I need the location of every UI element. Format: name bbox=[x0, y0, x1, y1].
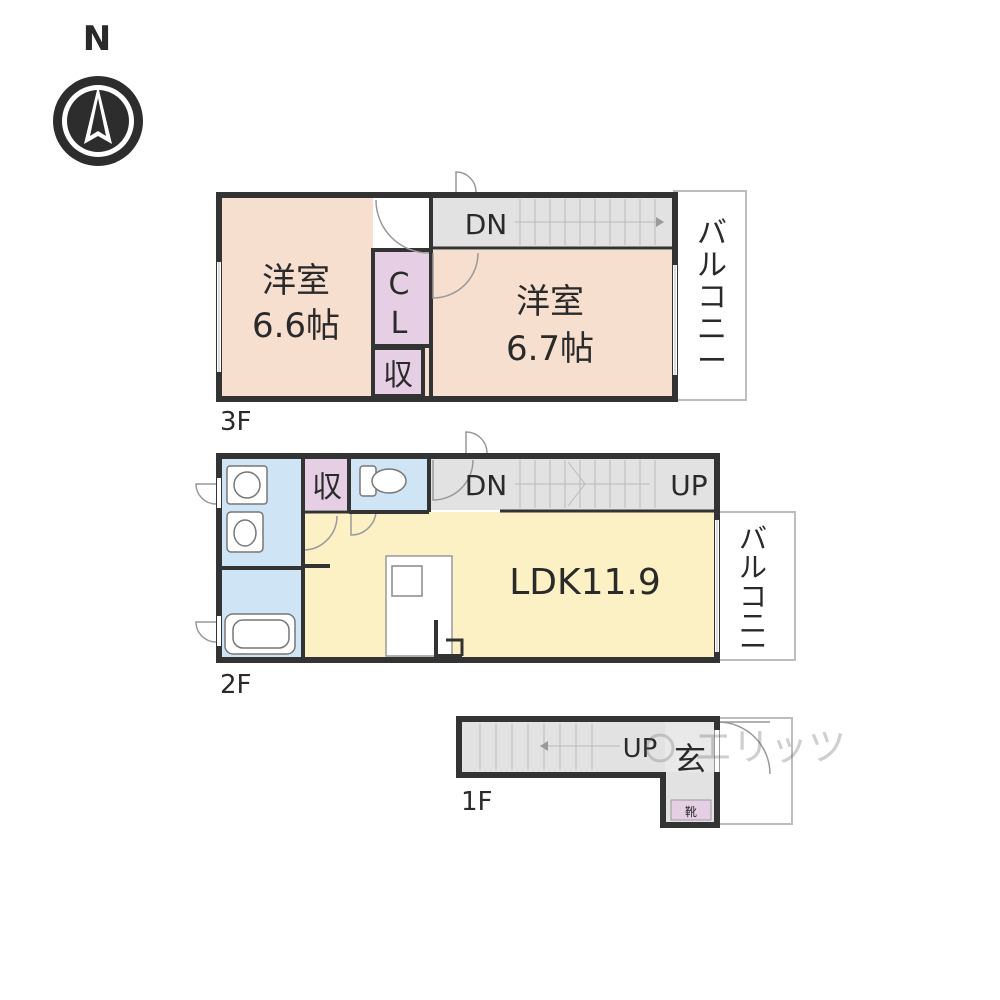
floor-3f: 洋室 6.6帖 洋室 6.7帖 C L 収 DN バ ル コ ニ ー 3F bbox=[216, 171, 747, 437]
balcony-2f bbox=[716, 511, 796, 661]
door-swing-3f-a bbox=[375, 199, 430, 254]
washing-machine-icon bbox=[226, 465, 268, 505]
balcony-3f-char-3: コ bbox=[697, 280, 727, 315]
north-arrow-inner-icon bbox=[90, 98, 106, 136]
north-label: N bbox=[83, 19, 111, 59]
bathtub-icon bbox=[224, 613, 296, 655]
storage-3f-label: 収 bbox=[383, 358, 413, 393]
watermark-logo-icon bbox=[645, 733, 675, 763]
watermark: エリッツ bbox=[645, 725, 846, 769]
floor-3f-label: 3F bbox=[220, 407, 252, 437]
entrance-label: 玄 bbox=[674, 740, 706, 778]
room-west-3f-size: 6.6帖 bbox=[252, 306, 340, 346]
shoe-box-label: 靴 bbox=[685, 805, 697, 819]
closet-3f-label-c: C bbox=[389, 267, 410, 302]
door-swing-2f-stairs bbox=[432, 459, 474, 501]
wash-basin-icon bbox=[226, 511, 264, 553]
kitchen-counter bbox=[385, 555, 453, 657]
balcony-3f-char-2: ル bbox=[697, 248, 727, 283]
door-swing-2f-west-a bbox=[195, 483, 217, 505]
door-swing-2f-west-b bbox=[195, 621, 217, 643]
balcony-3f-char-5: ー bbox=[697, 344, 727, 379]
room-east-3f-size: 6.7帖 bbox=[506, 329, 594, 369]
door-swing-3f-b bbox=[432, 252, 479, 299]
floor-1f-label: 1F bbox=[461, 787, 493, 817]
stairs-2f-down-label: DN bbox=[465, 469, 508, 502]
stairs-arrow-icon bbox=[656, 217, 664, 227]
balcony-3f-char-4: ニ bbox=[697, 312, 727, 347]
shoe-box bbox=[670, 799, 712, 821]
door-swing-3f-top bbox=[455, 171, 477, 193]
floor-1f: UP 玄 靴 1F bbox=[456, 716, 793, 828]
balcony-3f-char-1: バ bbox=[697, 216, 727, 251]
room-west-3f-name: 洋室 bbox=[262, 261, 330, 301]
balcony-2f-char-5: ー bbox=[739, 630, 767, 663]
room-east-3f bbox=[433, 250, 673, 397]
balcony-2f-char-4: ニ bbox=[739, 607, 767, 640]
closet-3f-label-l: L bbox=[391, 306, 408, 341]
stairs-1f-up-label: UP bbox=[623, 734, 658, 764]
balcony-3f-label: バ ル コ ニ ー bbox=[697, 216, 727, 379]
ldk-label: LDK11.9 bbox=[509, 562, 661, 603]
storage-2f bbox=[305, 458, 349, 510]
stairs-1f-arrow-icon bbox=[540, 741, 548, 751]
balcony-2f-char-3: コ bbox=[739, 580, 767, 613]
stair-treads-1f bbox=[479, 724, 620, 770]
stair-treads-3f bbox=[515, 199, 664, 245]
storage-2f-label: 収 bbox=[312, 470, 342, 505]
balcony-2f-label: バ ル コ ニ ー bbox=[739, 522, 767, 663]
ldk-hall bbox=[346, 512, 430, 562]
kitchen-sink-icon bbox=[391, 565, 423, 597]
stair-treads-2f bbox=[515, 460, 656, 508]
room-west-3f bbox=[221, 197, 373, 397]
walls-1f bbox=[456, 716, 720, 828]
room-east-3f-name: 洋室 bbox=[516, 282, 584, 322]
toilet-bowl-icon bbox=[371, 468, 407, 494]
balcony-2f-char-2: ル bbox=[739, 551, 767, 584]
compass: N bbox=[53, 19, 143, 166]
floor-2f-label: 2F bbox=[220, 670, 252, 700]
floor-2f: 収 DN UP LDK11.9 バ ル コ ニ ー 2F bbox=[195, 431, 796, 700]
entrance-hall bbox=[665, 722, 715, 772]
door-swing-1f-entrance bbox=[717, 721, 771, 775]
stairs-3f-label: DN bbox=[465, 208, 508, 241]
balcony-2f-char-1: バ bbox=[739, 522, 767, 555]
watermark-text: エリッツ bbox=[694, 725, 846, 769]
door-swing-2f-top bbox=[465, 431, 488, 454]
door-swing-2f-toilet bbox=[350, 509, 377, 536]
stairs-2f-up-label: UP bbox=[670, 469, 707, 502]
